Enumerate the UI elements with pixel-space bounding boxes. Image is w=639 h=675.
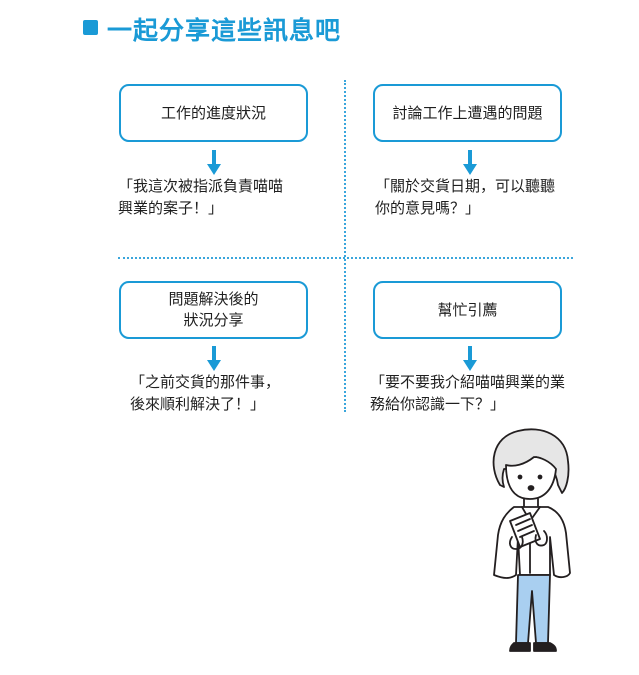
example-quote-problems: 「關於交貨日期，可以聽聽 你的意見嗎？」 bbox=[375, 175, 555, 219]
down-arrow-icon bbox=[463, 150, 477, 176]
down-arrow-icon bbox=[207, 346, 221, 372]
example-quote-referral: 「要不要我介紹喵喵興業的業 務給你認識一下？」 bbox=[370, 371, 565, 415]
down-arrow-icon bbox=[207, 150, 221, 176]
topic-label: 討論工作上遭遇的問題 bbox=[392, 103, 543, 122]
quote-line: 務給你認識一下？」 bbox=[370, 395, 506, 413]
quote-line: 「之前交貨的那件事， bbox=[130, 373, 281, 391]
topic-box-resolution: 問題解決後的 狀況分享 bbox=[119, 281, 308, 339]
example-quote-progress: 「我這次被指派負責喵喵 興業的案子！」 bbox=[118, 175, 283, 219]
down-arrow-icon bbox=[463, 346, 477, 372]
topic-label: 幫忙引薦 bbox=[437, 300, 498, 319]
topic-box-progress: 工作的進度狀況 bbox=[119, 84, 308, 142]
horizontal-divider bbox=[118, 257, 573, 259]
topic-label: 狀況分享 bbox=[183, 311, 244, 329]
quote-line: 「我這次被指派負責喵喵 bbox=[118, 177, 284, 195]
topic-label: 工作的進度狀況 bbox=[160, 103, 266, 122]
topic-box-referral: 幫忙引薦 bbox=[373, 281, 562, 339]
person-illustration bbox=[492, 428, 571, 652]
title-square-icon bbox=[83, 20, 98, 35]
example-quote-resolution: 「之前交貨的那件事， 後來順利解決了！」 bbox=[130, 371, 280, 415]
topic-label: 問題解決後的 bbox=[168, 290, 259, 308]
page-title: 一起分享這些訊息吧 bbox=[107, 16, 342, 45]
quote-line: 「關於交貨日期，可以聽聽 bbox=[375, 177, 556, 195]
quote-line: 興業的案子！」 bbox=[118, 199, 224, 217]
vertical-divider bbox=[344, 80, 346, 412]
topic-box-problems: 討論工作上遭遇的問題 bbox=[373, 84, 562, 142]
quote-line: 後來順利解決了！」 bbox=[130, 395, 266, 413]
quote-line: 「要不要我介紹喵喵興業的業 bbox=[370, 373, 566, 391]
quote-line: 你的意見嗎？」 bbox=[375, 199, 481, 217]
